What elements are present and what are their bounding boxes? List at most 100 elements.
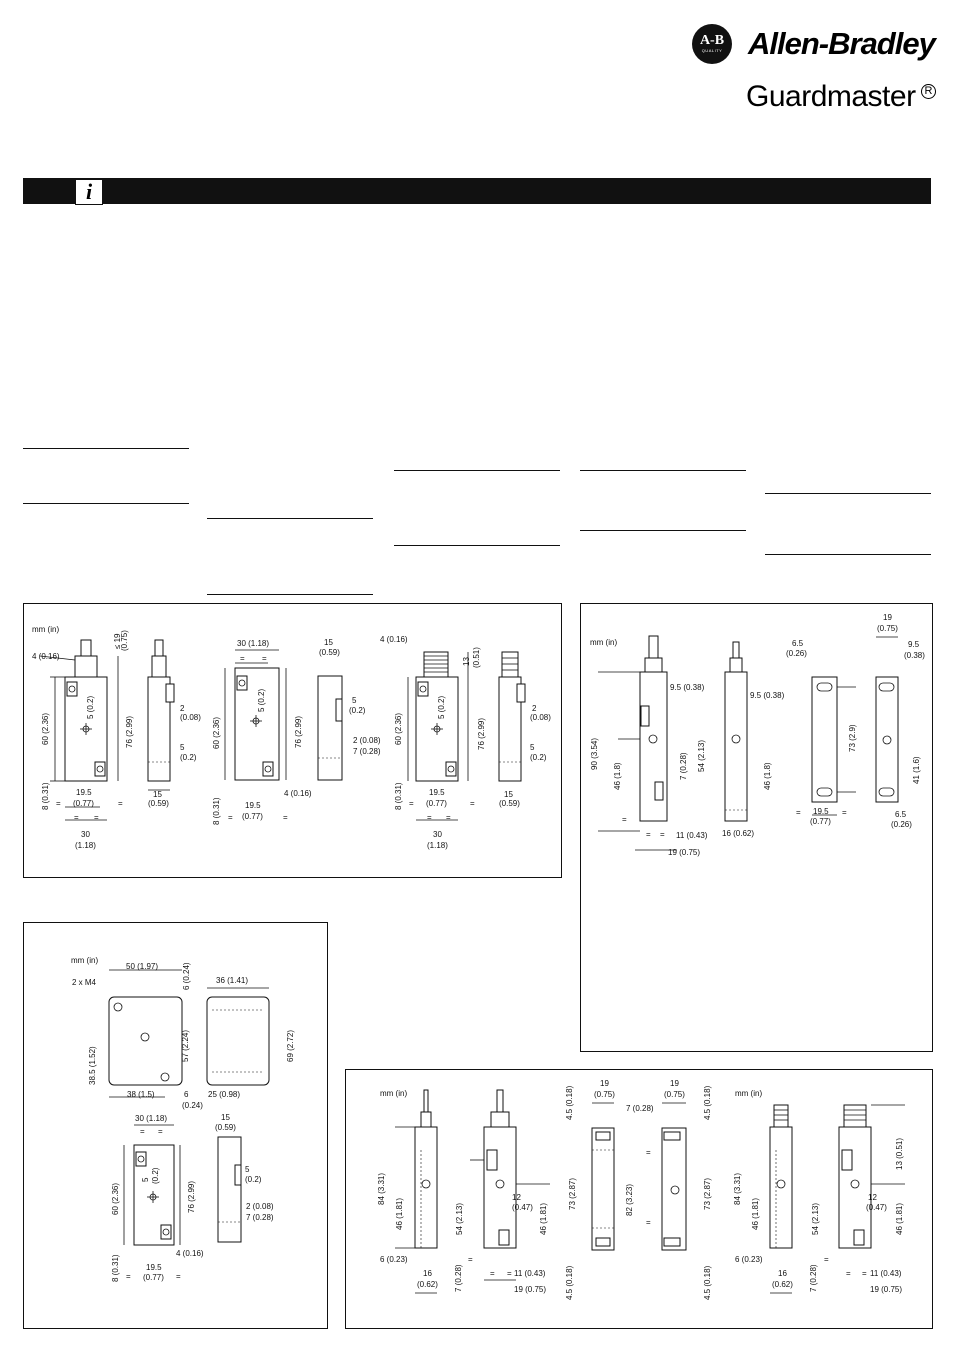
dim-label: 69 (2.72)	[286, 1030, 295, 1062]
dim-label: (0.59)	[319, 648, 340, 657]
rule-line	[23, 448, 189, 449]
dim-label: (0.77)	[143, 1273, 164, 1282]
dim-label: 6 (0.24)	[182, 962, 191, 990]
dim-label: 46 (1.81)	[539, 1203, 548, 1235]
dim-label: 46 (1.8)	[613, 762, 622, 790]
dim-label: (0.75)	[664, 1090, 685, 1099]
dim-label: 19 (0.75)	[668, 848, 700, 857]
dim-label: 8 (0.31)	[111, 1254, 120, 1282]
dim-label: (0.77)	[242, 812, 263, 821]
equal-mark: =	[158, 1127, 163, 1136]
dim-label: 7 (0.28)	[809, 1264, 818, 1292]
dim-label: 7 (0.28)	[353, 747, 381, 756]
dim-label: (0.75)	[594, 1090, 615, 1099]
dim-label: 9.5	[908, 640, 920, 649]
equal-mark: =	[646, 1218, 651, 1227]
dim-label: 13 (0.51)	[895, 1138, 904, 1170]
dim-label: 76 (2.99)	[125, 716, 134, 748]
dim-label: 9.5 (0.38)	[670, 683, 705, 692]
equal-mark: =	[862, 1269, 867, 1278]
dim-label: (0.2)	[151, 1167, 160, 1184]
dim-label: 9.5 (0.38)	[750, 691, 785, 700]
rule-line	[765, 554, 931, 555]
equal-mark: =	[56, 799, 61, 808]
dim-label: 4 (0.16)	[176, 1249, 204, 1258]
equal-mark: =	[507, 1269, 512, 1278]
brand-name: Allen-Bradley	[748, 26, 936, 61]
info-icon: i	[75, 179, 103, 205]
dim-label: 19.5	[76, 788, 92, 797]
dim-label: (0.24)	[182, 1101, 203, 1110]
dim-label: 54 (2.13)	[811, 1203, 820, 1235]
dim-label: 76 (2.99)	[187, 1181, 196, 1213]
dim-label: 6.5	[895, 810, 907, 819]
dim-label: 84 (3.31)	[377, 1173, 386, 1205]
dim-label: (0.62)	[772, 1280, 793, 1289]
dim-label: (0.59)	[215, 1123, 236, 1132]
dim-label: (0.77)	[810, 817, 831, 826]
equal-mark: =	[490, 1269, 495, 1278]
dim-label: 5	[141, 1177, 150, 1182]
dim-label: 6 (0.23)	[735, 1255, 763, 1264]
actuator-front-drawing	[224, 649, 287, 781]
dim-label: 16 (0.62)	[722, 829, 754, 838]
connector-switch-front-drawing	[407, 651, 469, 821]
units-label: mm (in)	[71, 956, 98, 965]
rule-line	[394, 470, 560, 471]
dim-label: 2 (0.08)	[353, 736, 381, 745]
dim-label: (0.08)	[530, 713, 551, 722]
dim-label: 50 (1.97)	[126, 962, 158, 971]
mini-connector-switch-side-drawing	[769, 1104, 793, 1294]
dim-label: 19.5	[429, 788, 445, 797]
dim-label: (0.47)	[512, 1203, 533, 1212]
dim-label: 84 (3.31)	[733, 1173, 742, 1205]
dim-label: 5 (0.2)	[437, 696, 446, 719]
dim-label: 4 (0.16)	[284, 789, 312, 798]
dim-label: 19.5	[146, 1263, 162, 1272]
dim-label: 7 (0.28)	[246, 1213, 274, 1222]
dim-label: 5 (0.2)	[86, 696, 95, 719]
equal-mark: =	[824, 1255, 829, 1264]
dim-label: 8 (0.31)	[41, 782, 50, 810]
dim-label: (0.75)	[877, 624, 898, 633]
dim-label: 4.5 (0.18)	[703, 1085, 712, 1120]
block-actuator-front-drawing	[123, 1124, 181, 1246]
dim-label: 16	[778, 1269, 787, 1278]
product-line-name: Guardmaster	[746, 80, 916, 113]
units-label: mm (in)	[735, 1089, 762, 1098]
mini-switch-side-drawing	[395, 1089, 438, 1294]
dim-label: 11 (0.43)	[514, 1269, 546, 1278]
dim-label: 30	[433, 830, 442, 839]
dimension-panel-3	[23, 922, 328, 1329]
dim-label: (0.77)	[426, 799, 447, 808]
equal-mark: =	[470, 799, 475, 808]
dim-label: (0.26)	[891, 820, 912, 829]
allen-bradley-logo: A-B QUALITY	[692, 24, 732, 64]
dim-label: (0.2)	[349, 706, 366, 715]
equal-mark: =	[468, 1255, 473, 1264]
dim-label: (0.2)	[530, 753, 547, 762]
equal-mark: =	[646, 1148, 651, 1157]
dim-label: (0.77)	[73, 799, 94, 808]
equal-mark: =	[622, 815, 627, 824]
rule-line	[580, 530, 746, 531]
equal-mark: =	[176, 1272, 181, 1281]
dim-label: 5	[245, 1165, 250, 1174]
dim-label: 41 (1.6)	[912, 756, 921, 784]
dim-label: 38.5 (1.52)	[88, 1046, 97, 1085]
slim-switch-front-drawing	[598, 635, 677, 851]
mini-connector-switch-front-drawing	[838, 1104, 905, 1249]
equal-mark: =	[660, 830, 665, 839]
dim-label: 13	[462, 657, 471, 666]
equal-mark: =	[74, 813, 79, 822]
dim-label: 8 (0.31)	[212, 797, 221, 825]
dim-label: 2 x M4	[72, 978, 97, 987]
connector-switch-side-drawing	[498, 651, 526, 782]
dim-label: ≤ 19	[113, 633, 122, 649]
dim-label: 5	[352, 696, 357, 705]
dim-label: 46 (1.81)	[395, 1198, 404, 1230]
dim-label: 2 (0.08)	[246, 1202, 274, 1211]
dim-label: 46 (1.81)	[895, 1203, 904, 1235]
equal-mark: =	[842, 808, 847, 817]
dim-label: 2	[532, 704, 537, 713]
